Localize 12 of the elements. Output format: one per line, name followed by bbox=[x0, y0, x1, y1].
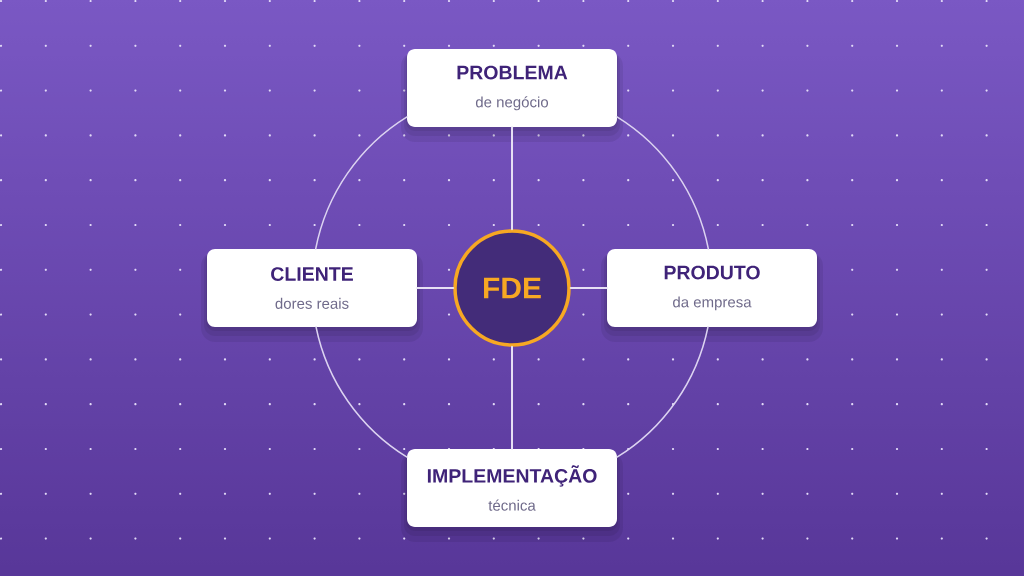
card: PROBLEMA de negócio bbox=[407, 49, 617, 127]
arc-line bbox=[315, 326, 408, 458]
card: IMPLEMENTAÇÃO técnica bbox=[407, 449, 617, 527]
connector-line bbox=[569, 287, 608, 289]
card: PRODUTO da empresa bbox=[607, 249, 817, 327]
arc-line bbox=[616, 326, 709, 458]
arc-line bbox=[314, 116, 408, 250]
connector-line bbox=[511, 126, 513, 231]
connector-line bbox=[511, 345, 513, 450]
card: CLIENTE dores reais bbox=[207, 249, 417, 327]
connector-line bbox=[416, 287, 455, 289]
arc-line bbox=[616, 116, 710, 250]
